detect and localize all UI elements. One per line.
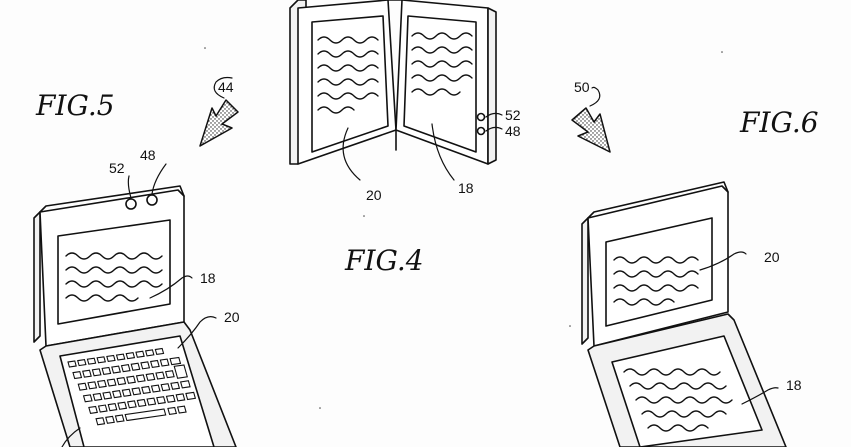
- fig6-ref-20: 20: [764, 249, 780, 265]
- fig5-device: 52 48 18 20: [33, 147, 240, 447]
- fig4-right-panel-edge: [487, 7, 497, 165]
- fig5-lid-top: [39, 185, 185, 213]
- scan-specks: [204, 47, 723, 409]
- fig5-leader-48: [151, 163, 167, 195]
- fig4-device: 52 48 20 18: [289, 0, 521, 203]
- fig4-right-screen: [403, 15, 477, 153]
- fig6-upper-screen: [605, 217, 713, 327]
- arrow-50: 50: [571, 79, 611, 153]
- fig4-label: FIG.4: [344, 244, 424, 277]
- fig6-upper-screen-text: [613, 256, 699, 306]
- fig5-screen: [57, 219, 171, 325]
- ref-50: 50: [574, 79, 590, 95]
- fig4-leader-18: [431, 123, 455, 181]
- arrow-44-leader: [213, 76, 233, 99]
- fig4-left-screen-text: [317, 36, 379, 114]
- arrow-50-shape: [571, 107, 611, 153]
- fig4-spine: [387, 0, 403, 151]
- fig4-button-52: [476, 112, 486, 122]
- fig5-button-48: [146, 194, 158, 206]
- fig6-lid-top: [587, 181, 729, 219]
- fig6-ref-18: 18: [786, 377, 802, 393]
- fig5-ref-52: 52: [109, 160, 125, 176]
- fig6-lower-screen: [611, 335, 763, 447]
- arrow-44-shape: [199, 99, 239, 147]
- fig6-leader-18: [741, 387, 779, 405]
- fig5-ref-20: 20: [224, 309, 240, 325]
- fig4-right-screen-text: [411, 32, 473, 96]
- fig6-lid-edge: [581, 217, 589, 345]
- fig5-button-52: [125, 198, 137, 210]
- fig5-ref-18: 18: [200, 270, 216, 286]
- fig4-left-screen: [311, 15, 389, 153]
- fig5-ref-48: 48: [140, 147, 156, 163]
- fig5-screen-text: [65, 252, 163, 302]
- fig6-lower-screen-text: [623, 368, 733, 432]
- fig5-lid-edge: [33, 211, 41, 343]
- fig5-leader-18: [149, 275, 193, 299]
- fig5-keyboard: [67, 347, 197, 426]
- fig6-leader-20: [699, 251, 747, 271]
- fig4-ref-20: 20: [366, 187, 382, 203]
- ref-44: 44: [218, 79, 234, 95]
- fig5-leader-52: [127, 175, 132, 199]
- fig4-leader-48: [485, 126, 503, 132]
- fig4-ref-18: 18: [458, 180, 474, 196]
- fig5-leader-bottom: [61, 427, 81, 447]
- fig4-leader-52: [485, 112, 503, 118]
- fig6-label: FIG.6: [739, 106, 819, 139]
- fig5-label: FIG.5: [35, 89, 115, 122]
- fig6-device: 20 18: [581, 181, 802, 447]
- fig4-ref-48: 48: [505, 123, 521, 139]
- fig4-leader-20: [342, 127, 361, 181]
- fig4-button-48: [476, 126, 486, 136]
- arrow-44: 44: [199, 76, 239, 147]
- fig5-leader-20: [177, 316, 217, 349]
- arrow-50-leader: [589, 86, 601, 107]
- fig4-ref-52: 52: [505, 107, 521, 123]
